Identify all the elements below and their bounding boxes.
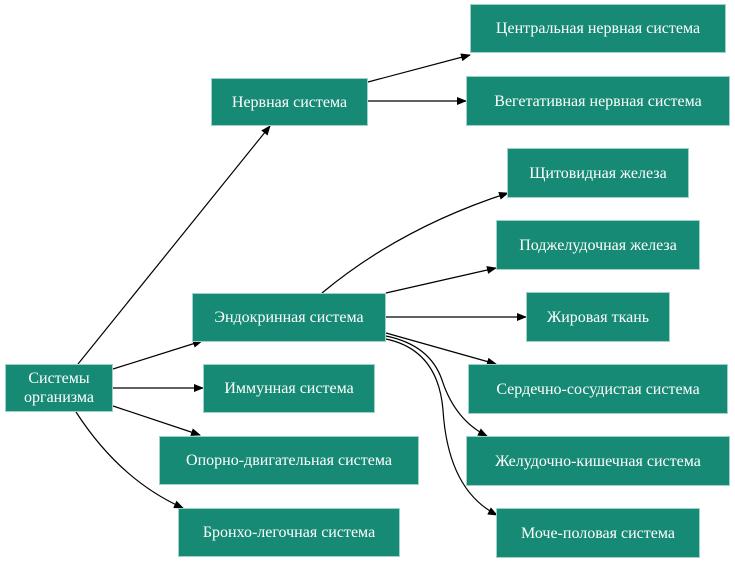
node-label: Желудочно-кишечная система <box>495 452 701 470</box>
node-label: Сердечно-сосудистая система <box>496 380 700 398</box>
node-label: Опорно-двигательная система <box>186 452 392 469</box>
node-serd[interactable]: Сердечно-сосудистая система <box>468 364 728 414</box>
node-zhir[interactable]: Жировая ткань <box>526 292 670 342</box>
node-label: Жировая ткань <box>546 308 650 326</box>
node-label: Нервная система <box>231 93 348 111</box>
node-label: Моче-половая система <box>520 524 675 542</box>
edge-endo-serd <box>385 332 497 366</box>
node-nerv[interactable]: Нервная система <box>211 78 368 126</box>
node-label: Системы организма <box>24 370 94 406</box>
edge-root-endo <box>112 339 203 370</box>
node-podzh[interactable]: Поджелудочная железа <box>496 220 700 270</box>
node-shchit[interactable]: Щитовидная железа <box>507 148 689 198</box>
edge-root-nerv <box>77 125 271 365</box>
node-endo[interactable]: Эндокринная система <box>192 293 386 342</box>
node-label: Щитовидная железа <box>529 164 667 182</box>
node-zhel[interactable]: Желудочно-кишечная система <box>466 436 730 486</box>
node-label: Поджелудочная железа <box>519 236 677 254</box>
node-cns[interactable]: Центральная нервная система <box>470 4 726 53</box>
node-veg[interactable]: Вегетативная нервная система <box>466 76 730 126</box>
node-label: Иммунная система <box>224 380 354 397</box>
node-root[interactable]: Системы организма <box>5 364 113 412</box>
edge-endo-moch <box>385 338 498 516</box>
edge-endo-zhel <box>385 335 488 437</box>
node-label: Центральная нервная система <box>495 20 701 37</box>
node-label: Вегетативная нервная система <box>494 92 702 110</box>
node-label: Бронхо-легочная система <box>202 524 376 541</box>
edge-root-bronh <box>75 411 184 509</box>
node-moch[interactable]: Моче-половая система <box>496 508 700 558</box>
node-opor[interactable]: Опорно-двигательная система <box>159 436 419 485</box>
node-label: Эндокринная система <box>214 309 364 326</box>
node-bronh[interactable]: Бронхо-легочная система <box>178 508 400 557</box>
edge-root-opor <box>112 405 201 436</box>
edge-nerv-cns <box>367 53 471 83</box>
edge-endo-shchit <box>321 191 509 294</box>
edge-endo-podzh <box>385 266 497 294</box>
node-immun[interactable]: Иммунная система <box>203 364 375 413</box>
